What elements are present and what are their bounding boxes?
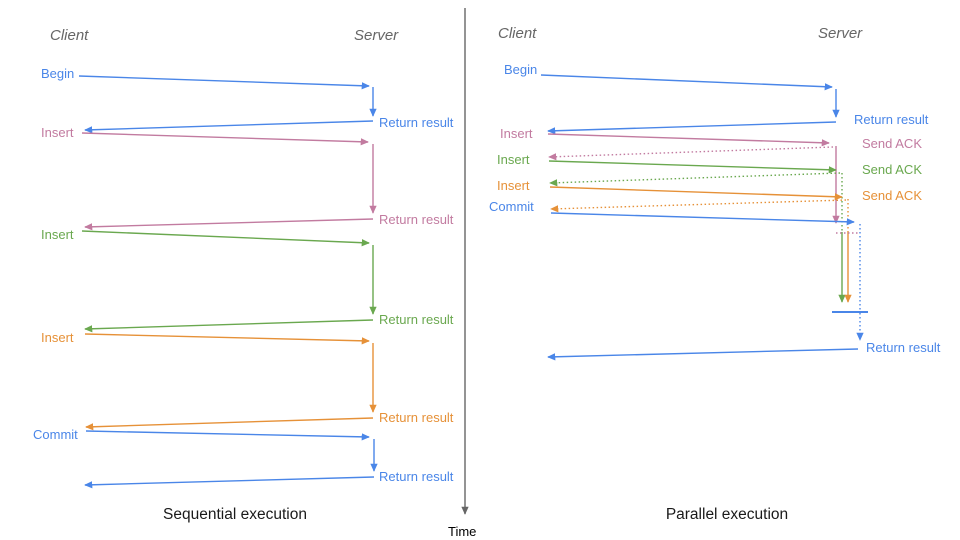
seq-insert2-request <box>81 230 370 247</box>
par-begin-return <box>547 121 837 135</box>
par-insert3-ack <box>550 199 847 213</box>
par-label-insert-1: Insert <box>500 126 533 141</box>
seq-insert1-return <box>84 218 374 231</box>
seq-insert1-request <box>81 132 369 146</box>
par-insert3-request <box>549 186 843 201</box>
seq-header-client: Client <box>50 27 89 44</box>
par-header-client: Client <box>498 25 537 42</box>
par-insert1-ack <box>548 146 834 161</box>
seq-label-begin: Begin <box>41 66 74 81</box>
sequential-execution-title: Sequential execution <box>163 506 307 523</box>
par-insert1-request <box>547 133 830 147</box>
seq-header-server: Server <box>354 27 399 44</box>
seq-label-insert-3: Insert <box>41 330 74 345</box>
par-header-server: Server <box>818 25 863 42</box>
par-label-commit: Commit <box>489 199 534 214</box>
par-ack-3: Send ACK <box>862 188 922 203</box>
par-ack-1: Send ACK <box>862 136 922 151</box>
seq-insert3-request <box>84 333 370 345</box>
seq-result-begin: Return result <box>379 115 454 130</box>
par-ack-2: Send ACK <box>862 162 922 177</box>
seq-commit-request <box>85 430 370 441</box>
seq-label-insert-2: Insert <box>41 227 74 242</box>
seq-result-commit: Return result <box>379 469 454 484</box>
par-insert2-ack <box>549 172 841 187</box>
seq-insert3-return <box>85 417 374 431</box>
parallel-execution-title: Parallel execution <box>665 506 789 523</box>
par-commit-return <box>547 348 859 361</box>
seq-label-insert-1: Insert <box>41 125 74 140</box>
seq-insert2-return <box>84 319 374 333</box>
seq-label-commit: Commit <box>33 427 78 442</box>
par-commit-request <box>550 212 855 226</box>
seq-commit-return <box>84 476 375 489</box>
time-axis-label: Time <box>448 524 477 539</box>
par-result-begin: Return result <box>854 112 929 127</box>
par-label-insert-3: Insert <box>497 178 530 193</box>
seq-result-insert-3: Return result <box>379 410 454 425</box>
par-begin-request <box>540 74 833 91</box>
seq-begin-request <box>78 75 370 90</box>
seq-result-insert-2: Return result <box>379 312 454 327</box>
seq-result-insert-1: Return result <box>379 212 454 227</box>
par-label-insert-2: Insert <box>497 152 530 167</box>
par-insert2-request <box>548 160 837 174</box>
par-result-commit: Return result <box>866 340 941 355</box>
seq-begin-return <box>84 120 374 134</box>
par-label-begin: Begin <box>504 62 537 77</box>
